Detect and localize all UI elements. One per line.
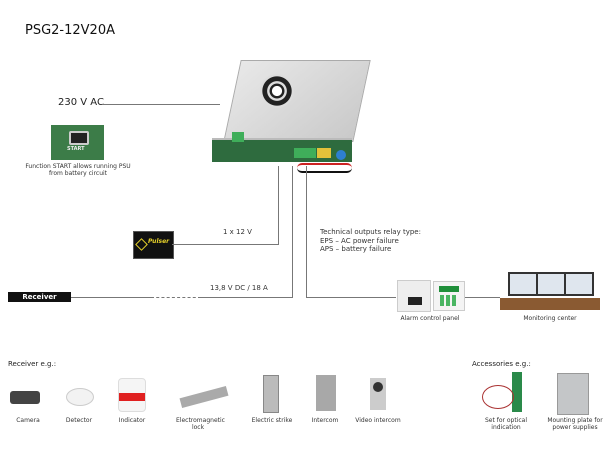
- input-label: 230 V AC: [58, 97, 104, 108]
- accessories-heading: Accessories e.g.:: [472, 360, 531, 368]
- technical-line: Technical outputs relay type:: [320, 228, 421, 236]
- technical-outputs-text: Technical outputs relay type: EPS – AC p…: [320, 228, 421, 254]
- camera-image: [10, 385, 46, 407]
- product-title: PSG2-12V20A: [25, 23, 115, 38]
- video-intercom-image: [370, 378, 386, 410]
- detector-image: [66, 388, 94, 406]
- receiver-tag: Receiver: [8, 292, 71, 302]
- receiver-item-electric-strike: Electric strike: [251, 417, 293, 424]
- receiver-item-video-intercom: Video intercom: [355, 417, 401, 424]
- monitoring-center-image: [500, 272, 600, 312]
- accessory-item-mounting-plate: Mounting plate for power supplies: [547, 417, 603, 431]
- psu-image: [212, 60, 371, 173]
- indicator-image: [118, 378, 146, 412]
- terminal-block: [294, 148, 316, 158]
- receiver-item-intercom: Intercom: [311, 417, 339, 424]
- accessory-item-optical-indication: Set for optical indication: [484, 417, 528, 431]
- receiver-heading: Receiver e.g.:: [8, 360, 57, 368]
- battery-logo: Pulser: [148, 238, 170, 245]
- receiver-item-camera: Camera: [16, 417, 40, 424]
- technical-line: APS – battery failure: [320, 245, 392, 253]
- start-caption-line: Function START allows running PSU: [25, 163, 131, 170]
- indication-cable: [482, 385, 514, 409]
- start-button-image: START: [51, 125, 104, 160]
- battery-image: Pulser: [133, 231, 174, 259]
- receiver-item-electromagnetic-lock: Electromagnetic lock: [176, 417, 225, 431]
- receiver-item-detector: Detector: [65, 417, 93, 424]
- output-label: 13,8 V DC / 18 A: [210, 284, 268, 292]
- start-label: START: [67, 146, 85, 152]
- alarm-caption: Alarm control panel: [400, 315, 460, 322]
- battery-cables: [297, 163, 352, 173]
- electromagnetic-lock-image: [179, 385, 229, 409]
- keypad-image: [433, 281, 465, 311]
- monitoring-caption: Monitoring center: [523, 315, 577, 322]
- intercom-image: [316, 375, 336, 411]
- start-caption: Function START allows running PSU from b…: [20, 163, 136, 177]
- electric-strike-image: [263, 375, 279, 413]
- battery-voltage-label: 1 x 12 V: [223, 228, 252, 236]
- receiver-item-indicator: Indicator: [118, 417, 146, 424]
- fan-icon: [260, 74, 294, 108]
- alarm-panel-image: [397, 280, 431, 312]
- technical-line: EPS – AC power failure: [320, 236, 399, 245]
- mounting-plate-image: [557, 373, 589, 415]
- start-caption-line: from battery circuit: [48, 170, 108, 177]
- terminal-block: [232, 132, 244, 142]
- optical-indication-set-image: [512, 372, 522, 412]
